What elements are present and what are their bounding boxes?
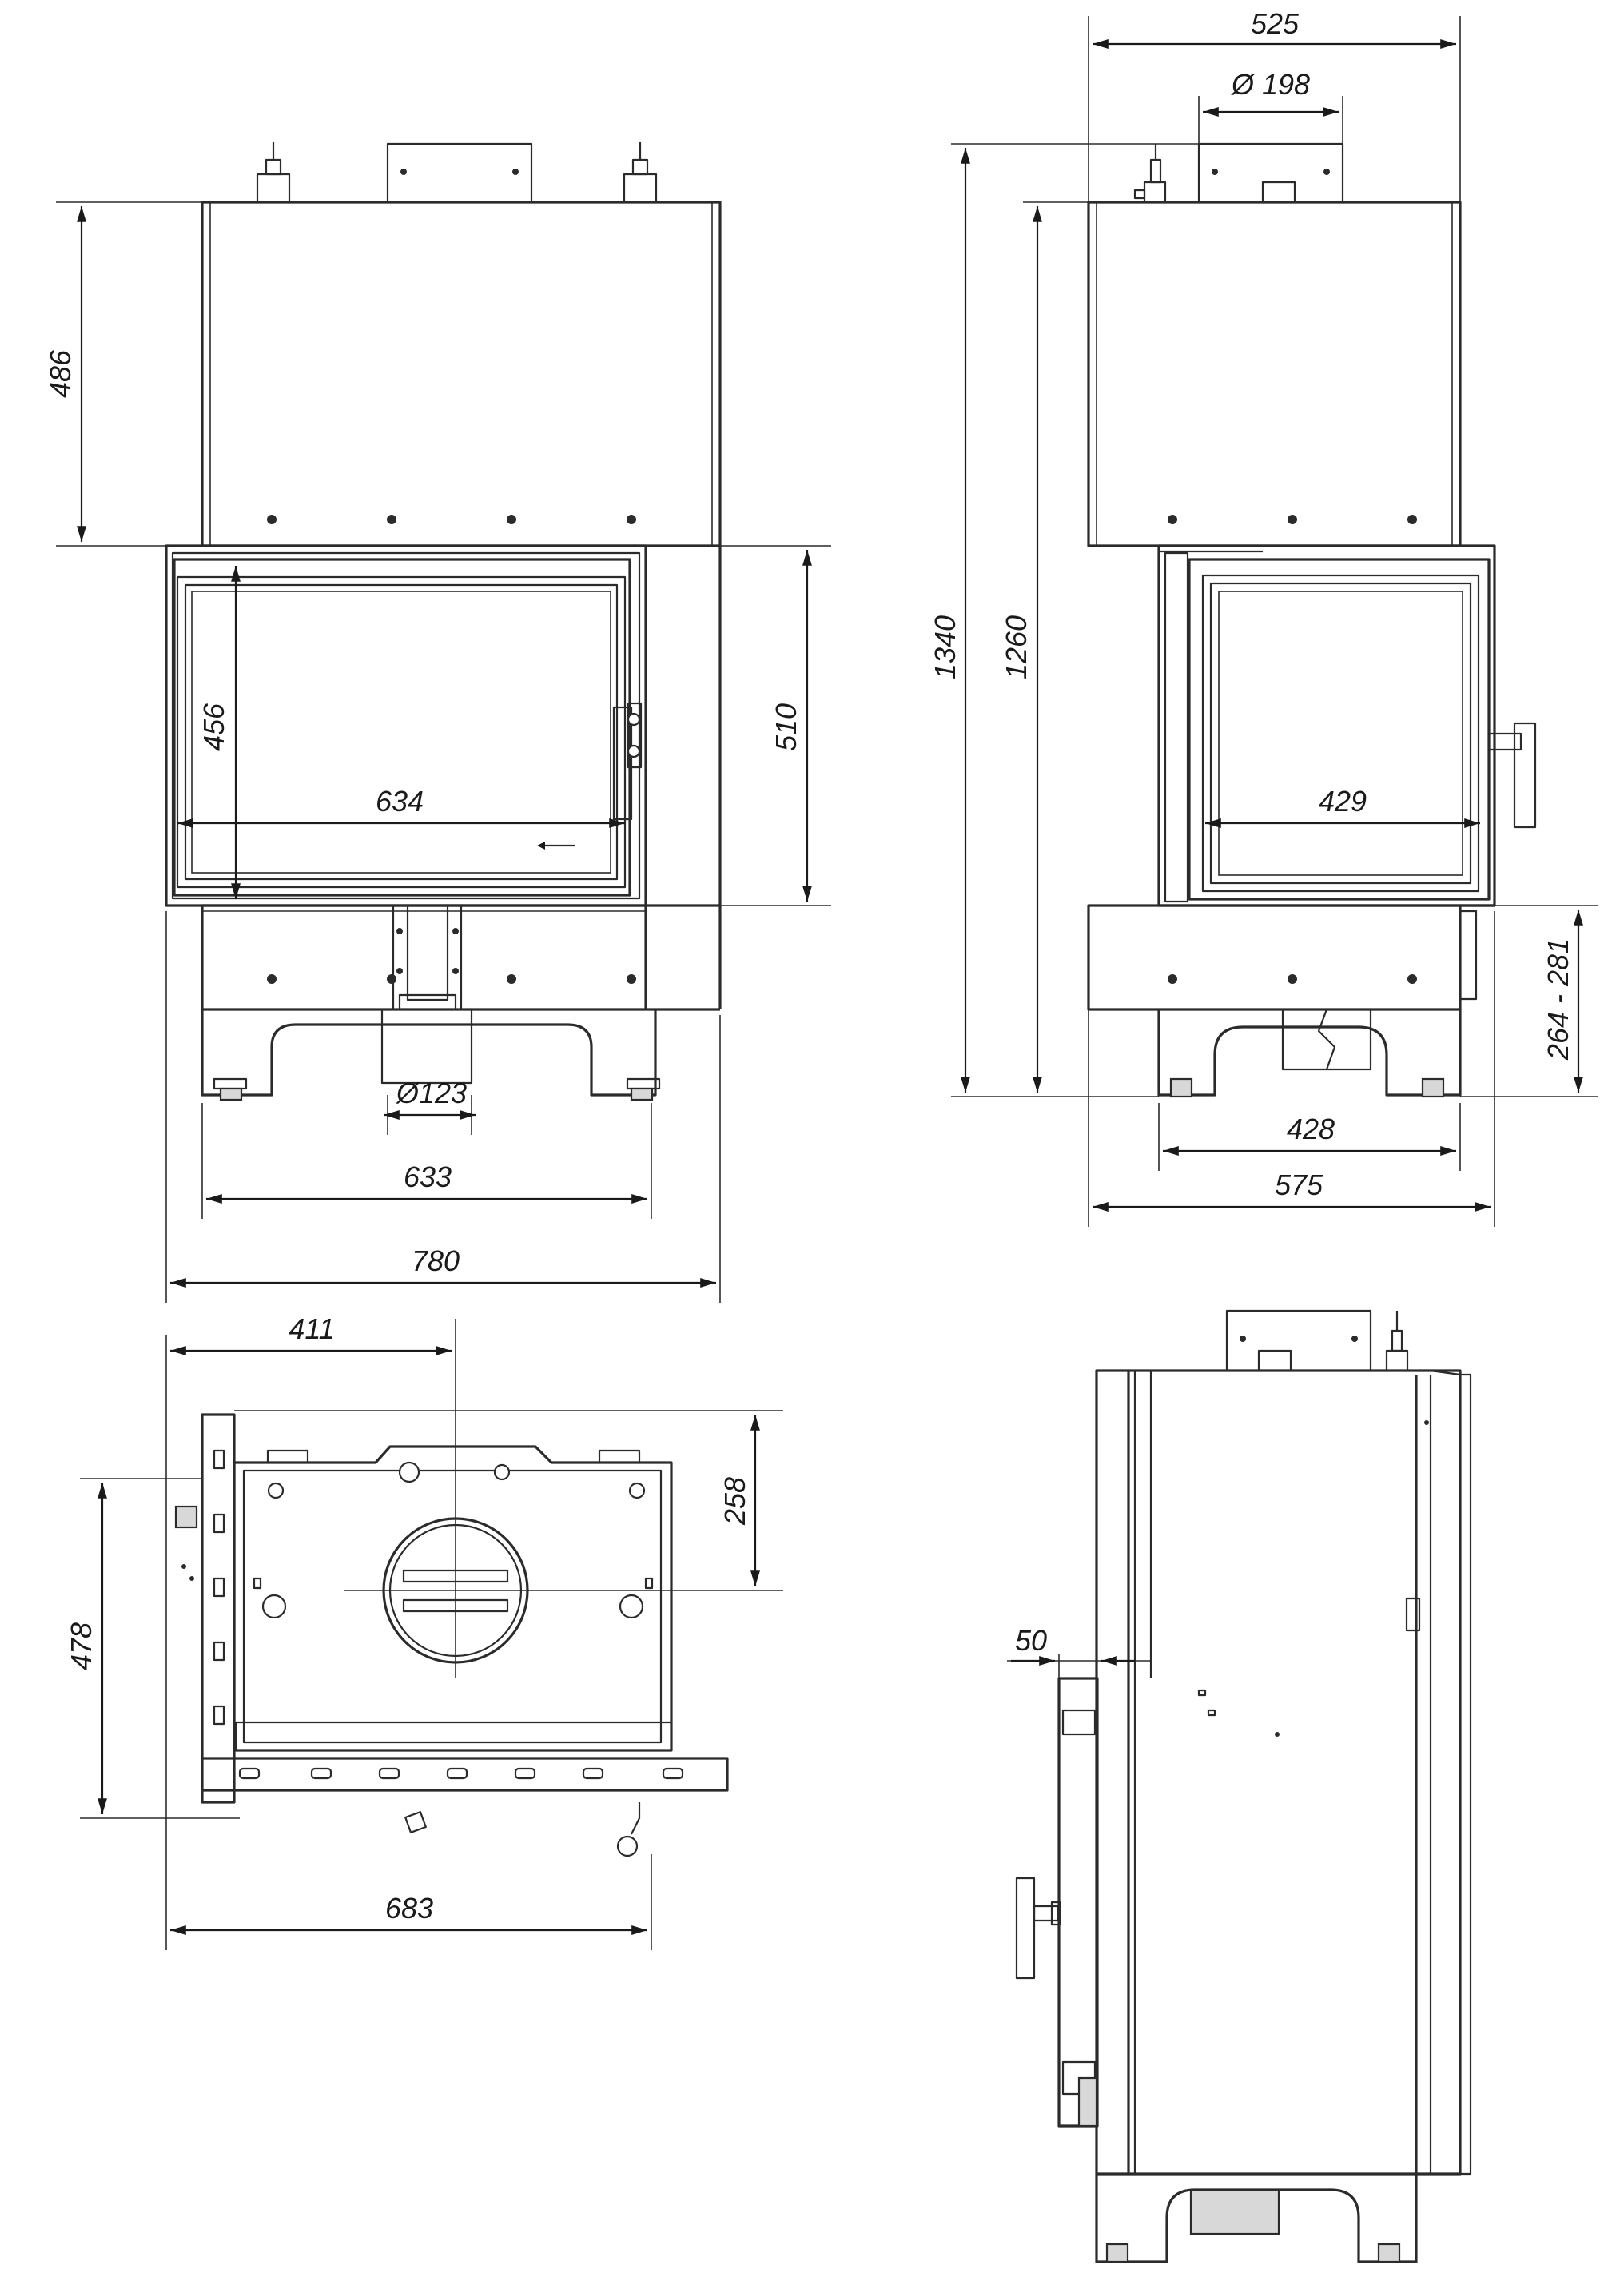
dim-side-total-height: 1340 [929,615,961,679]
side-door [1188,558,1491,901]
front-pipe-right [623,142,658,204]
dim-top-depth: 478 [65,1622,98,1670]
front-top-plate [386,142,533,204]
top-view: 411 258 478 683 [65,1312,783,1950]
dim-top-width: 683 [385,1892,433,1925]
dim-side-top-depth: 525 [1251,7,1300,40]
rear-top-plate [1225,1309,1372,1372]
front-upper-casing [201,201,722,547]
dim-side-glass-width: 429 [1319,785,1367,818]
side-pipe [1133,144,1167,204]
front-air-inlet [392,904,463,1011]
front-glass [176,575,627,889]
top-body [233,1445,673,1752]
dim-front-feet-width: 633 [404,1160,452,1193]
dim-side-feet-depth: 428 [1287,1113,1335,1145]
dim-top-flue-offset-y: 258 [718,1477,751,1526]
dim-rear-door-offset: 50 [1015,1624,1047,1657]
side-lower-casing [1087,904,1462,1011]
dim-front-glass-width: 634 [376,785,424,818]
dim-front-total-width: 780 [412,1244,460,1277]
side-upper-casing [1087,201,1462,547]
dim-side-body-height: 1260 [1000,615,1033,679]
side-top-plate [1197,142,1344,204]
dim-top-flue-offset-x: 411 [289,1312,334,1345]
top-left-flange [201,1413,236,1804]
dim-front-top-height: 486 [44,349,77,398]
front-foot-left [213,1077,248,1101]
rear-door-handle [1015,1877,1061,1980]
dim-side-flue-top: Ø 198 [1231,68,1310,101]
front-lower-casing [201,904,647,1011]
side-glass [1201,574,1480,893]
side-door-handle [1487,722,1537,829]
front-pipe-left [256,142,291,204]
dim-front-door-height: 510 [770,703,802,751]
dim-side-total-depth: 575 [1275,1168,1323,1201]
side-view: 525 Ø 198 1340 1260 429 264 - 281 428 57… [929,7,1598,1227]
side-door-frame [1157,544,1496,907]
rear-pipe [1385,1311,1409,1372]
rear-door [1057,1677,1099,2128]
top-front-ledge [202,1757,729,1792]
front-base [201,1009,657,1097]
dim-side-base-height: 264 - 281 [1542,938,1574,1061]
front-foot-right [626,1077,661,1101]
rear-side-view: 50 [1007,1309,1472,2263]
front-door-frame [165,544,647,907]
front-door [173,558,631,897]
dim-front-glass-height: 456 [197,703,230,751]
side-base [1157,1009,1462,1097]
dim-front-flue-bottom: Ø123 [396,1077,467,1109]
front-view: 486 510 456 634 Ø123 633 780 [44,142,831,1303]
